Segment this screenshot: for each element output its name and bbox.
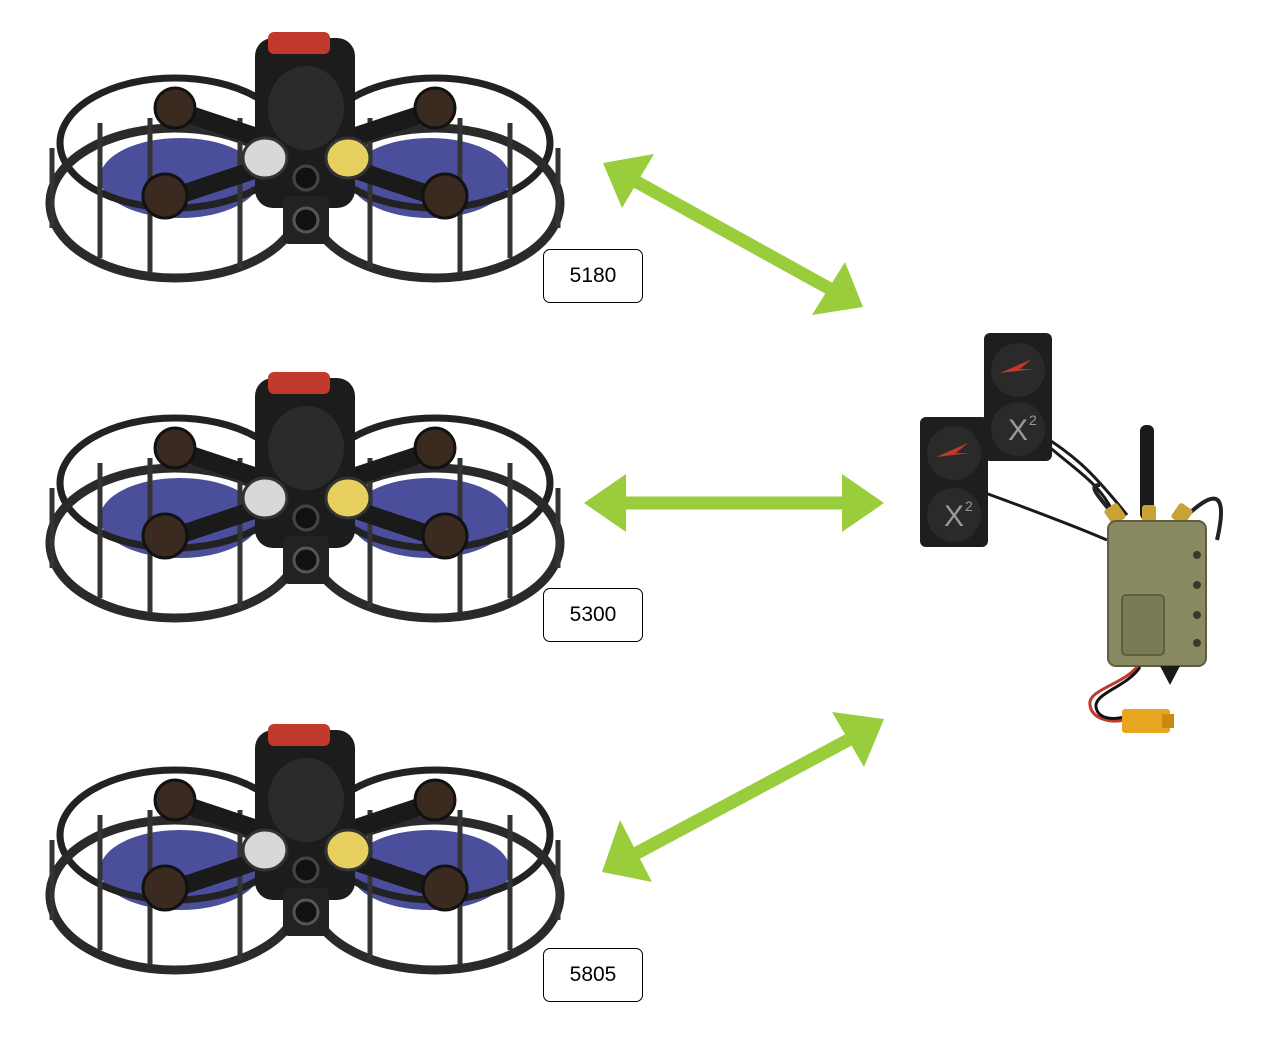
antenna-brand-superscript: 2 xyxy=(1029,412,1037,428)
frequency-label: 5180 xyxy=(543,249,643,303)
frequency-label: 5805 xyxy=(543,948,643,1002)
drone-graphic xyxy=(45,372,565,623)
ground-station-box xyxy=(1107,520,1207,685)
drone-illustration xyxy=(45,32,565,283)
ground-station-illustration: X 2 X 2 xyxy=(920,333,1223,733)
drone-illustration xyxy=(45,724,565,975)
arrowhead-bottom-start xyxy=(602,820,652,882)
arrowhead-middle-end xyxy=(842,474,884,532)
link-arrow-bottom xyxy=(631,732,856,860)
frequency-label: 5300 xyxy=(543,588,643,642)
antenna-brand: X xyxy=(1008,414,1028,447)
arrowhead-top-start xyxy=(603,154,654,208)
drone-graphic xyxy=(45,32,565,283)
arrowhead-bottom-end xyxy=(832,712,884,767)
antenna-brand: X xyxy=(944,500,964,533)
antenna-panel: X 2 xyxy=(920,417,988,547)
link-arrow-top xyxy=(631,175,836,296)
arrowhead-top-end xyxy=(812,262,863,315)
antenna-brand-superscript: 2 xyxy=(965,498,973,514)
arrowhead-middle-start xyxy=(584,474,626,532)
antenna-panel: X 2 xyxy=(984,333,1052,461)
xt-power-connector xyxy=(1122,709,1170,733)
whip-antenna xyxy=(1140,425,1154,520)
drone-illustration xyxy=(45,372,565,623)
drone-graphic xyxy=(45,724,565,975)
